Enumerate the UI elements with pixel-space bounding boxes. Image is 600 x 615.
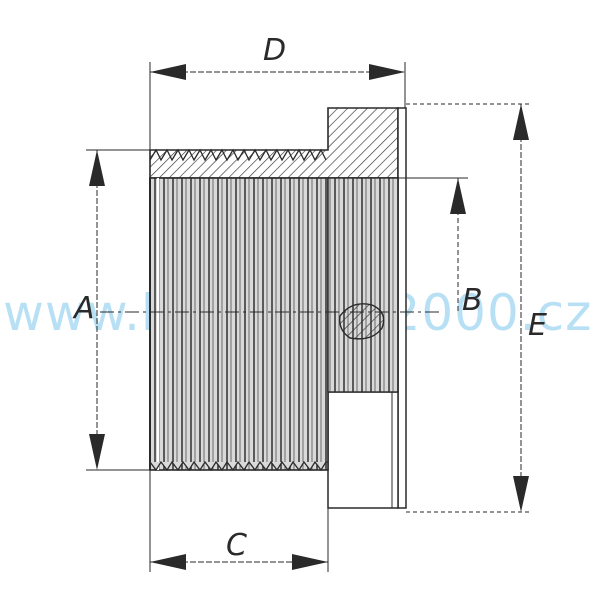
dimension-label-c: C [226,528,247,563]
dimension-label-b: B [462,283,483,318]
dimension-label-e: E [528,308,547,343]
dimension-d: D [149,33,406,150]
hex-flange-section [149,107,399,179]
dimension-e: E [406,103,547,513]
dimension-label-d: D [263,33,286,68]
outer-thread-teeth-top [149,148,327,162]
dimension-b: B [398,177,483,318]
outer-thread-teeth-bottom [149,460,328,472]
dimension-c: C [149,470,329,572]
threaded-body [149,177,399,472]
dimension-a: A [72,149,150,471]
dimension-label-a: A [72,291,95,326]
